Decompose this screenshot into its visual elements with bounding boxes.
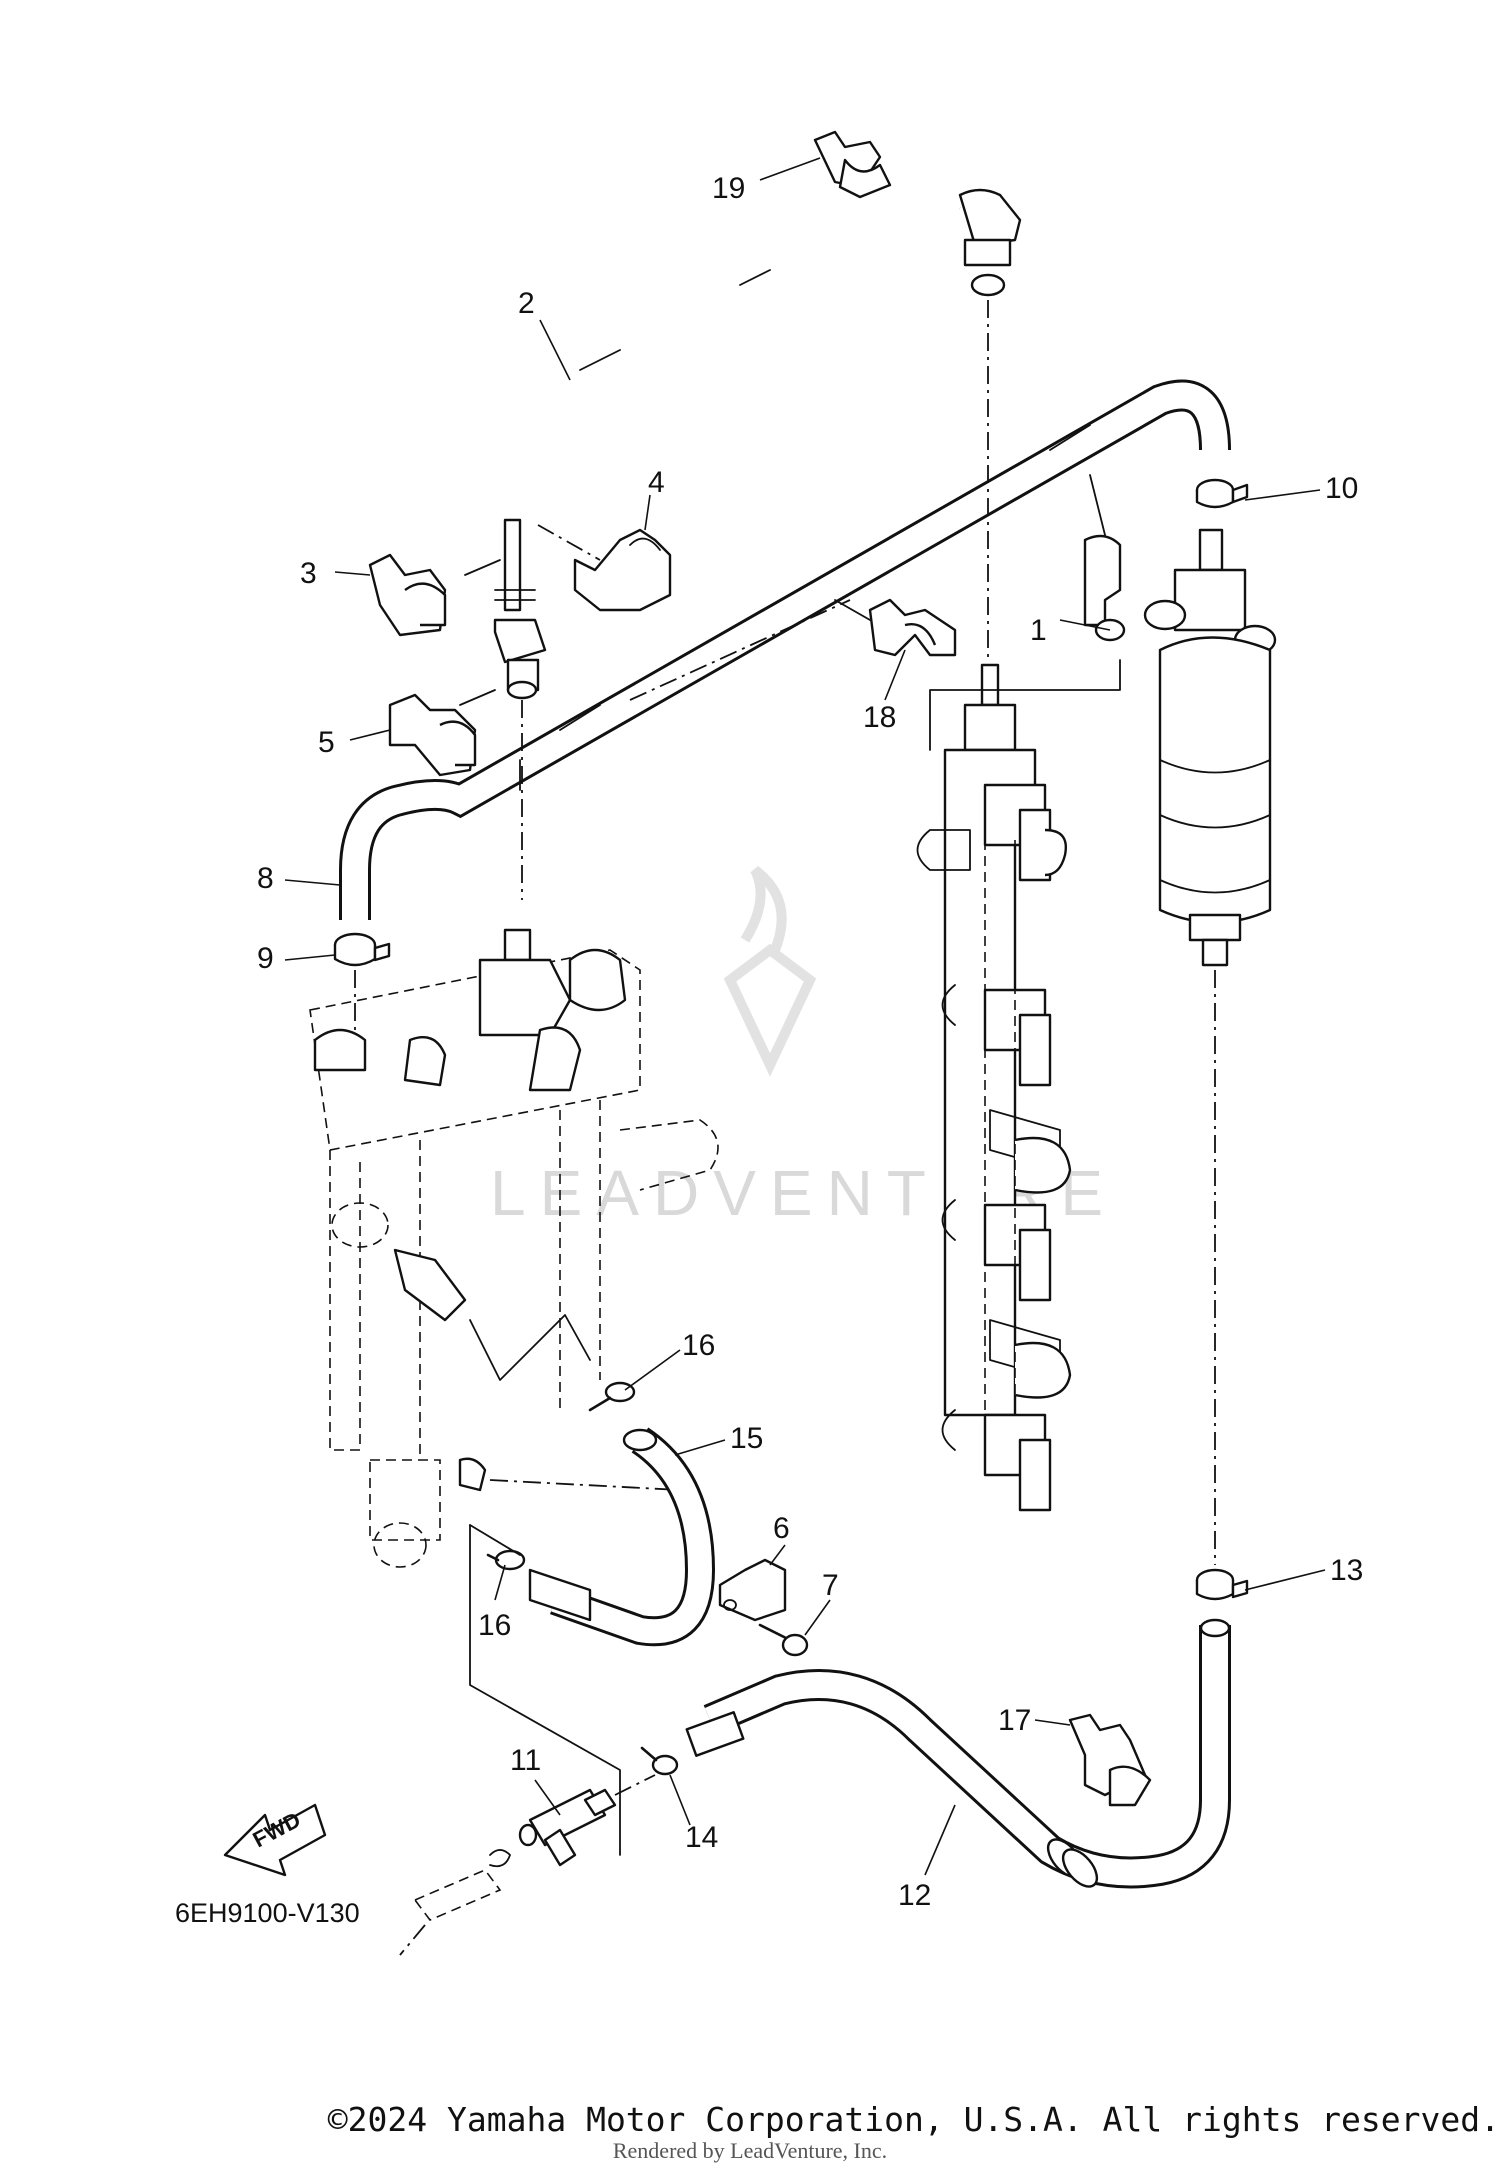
callout-17[interactable]: 17 [998, 1704, 1031, 1737]
clamp-6[interactable] [718, 1558, 787, 1622]
callout-4[interactable]: 4 [648, 466, 665, 499]
callout-19[interactable]: 19 [712, 172, 745, 205]
clip-17[interactable] [1068, 1713, 1152, 1807]
clip-4[interactable] [573, 528, 672, 612]
elbow-fitting[interactable] [958, 188, 1022, 297]
hose-15[interactable] [528, 1427, 716, 1647]
callout-3[interactable]: 3 [300, 557, 317, 590]
clip-1[interactable] [1083, 474, 1126, 642]
callout-7[interactable]: 7 [822, 1569, 839, 1602]
callout-leaders [284, 157, 1326, 1876]
hose-2-lower[interactable] [493, 518, 547, 700]
callout-14[interactable]: 14 [685, 1821, 718, 1854]
clip-5[interactable] [388, 689, 496, 777]
callout-9[interactable]: 9 [257, 942, 274, 975]
callout-11[interactable]: 11 [510, 1744, 541, 1777]
vapor-separator-assembly [309, 928, 719, 1568]
clip-18[interactable] [834, 598, 957, 657]
electric-fuel-pump[interactable] [1143, 528, 1277, 967]
callout-2[interactable]: 2 [518, 287, 535, 320]
callout-6[interactable]: 6 [773, 1512, 790, 1545]
forward-direction-arrow: FWD [223, 1803, 327, 1877]
diagram-code: 6EH9100-V130 [175, 1898, 360, 1928]
callout-16-lower[interactable]: 16 [478, 1609, 511, 1642]
callout-8[interactable]: 8 [257, 862, 274, 895]
fuel-rail[interactable] [916, 663, 1072, 1512]
clamp-13[interactable] [1195, 1568, 1249, 1601]
hose-8[interactable] [339, 379, 1231, 920]
callout-5[interactable]: 5 [318, 726, 335, 759]
callout-12[interactable]: 12 [898, 1879, 931, 1912]
callout-16-upper[interactable]: 16 [682, 1329, 715, 1362]
callout-10[interactable]: 10 [1325, 472, 1358, 505]
t-joint-11[interactable] [518, 1788, 617, 1867]
injector-1[interactable] [983, 783, 1067, 882]
clamp-14[interactable] [640, 1746, 679, 1776]
clamp-16-lower[interactable] [486, 1549, 526, 1571]
clamp-16-upper[interactable] [588, 1381, 636, 1412]
copyright-notice: ©2024 Yamaha Motor Corporation, U.S.A. A… [327, 2100, 1500, 2139]
callout-15[interactable]: 15 [730, 1422, 763, 1455]
injector-4[interactable] [941, 1409, 1052, 1512]
hose-2[interactable] [500, 195, 963, 520]
callout-13[interactable]: 13 [1330, 1554, 1363, 1587]
callout-1[interactable]: 1 [1030, 614, 1047, 647]
clamp-10[interactable] [1195, 478, 1249, 509]
clip-3[interactable] [368, 553, 501, 637]
clamp-9[interactable] [333, 932, 391, 967]
callout-18[interactable]: 18 [863, 701, 896, 734]
hose-12[interactable] [685, 1618, 1231, 1893]
clip-19[interactable] [813, 130, 892, 199]
rendered-by-notice: Rendered by LeadVenture, Inc. [612, 2138, 888, 2163]
injector-3[interactable] [941, 1199, 1052, 1302]
callout-labels: 1 2 3 4 5 6 7 8 9 10 11 12 13 14 15 16 1… [257, 172, 1363, 1912]
bolt-7[interactable] [758, 1623, 809, 1657]
